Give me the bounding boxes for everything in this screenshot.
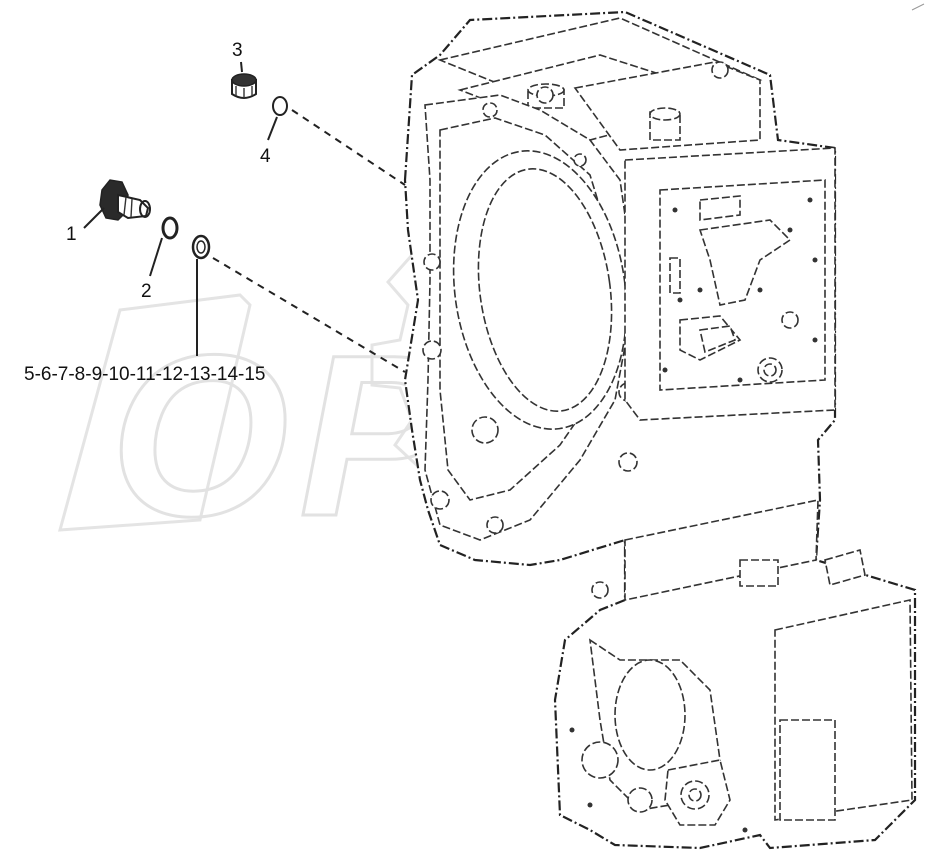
transmission-housing (403, 10, 917, 850)
part-4-o-ring (272, 96, 288, 116)
part-1-fitting (99, 179, 151, 221)
callout-1: 1 (66, 224, 77, 245)
callout-3: 3 (232, 40, 243, 61)
assembly-lines (212, 109, 406, 373)
part-3-plug (231, 73, 257, 99)
parts-5-15-washer (191, 234, 211, 260)
callout-labels: 3 4 1 2 5-6-7-8-9-10-11-12-13-14-15 (24, 40, 271, 385)
callout-2: 2 (141, 281, 152, 302)
part-2-washer (161, 216, 179, 240)
callout-4: 4 (260, 146, 271, 167)
callout-5-15: 5-6-7-8-9-10-11-12-13-14-15 (24, 364, 266, 385)
leader-lines (83, 61, 278, 356)
corner-mark (911, 3, 925, 11)
valve-plate-bolts (662, 197, 818, 383)
